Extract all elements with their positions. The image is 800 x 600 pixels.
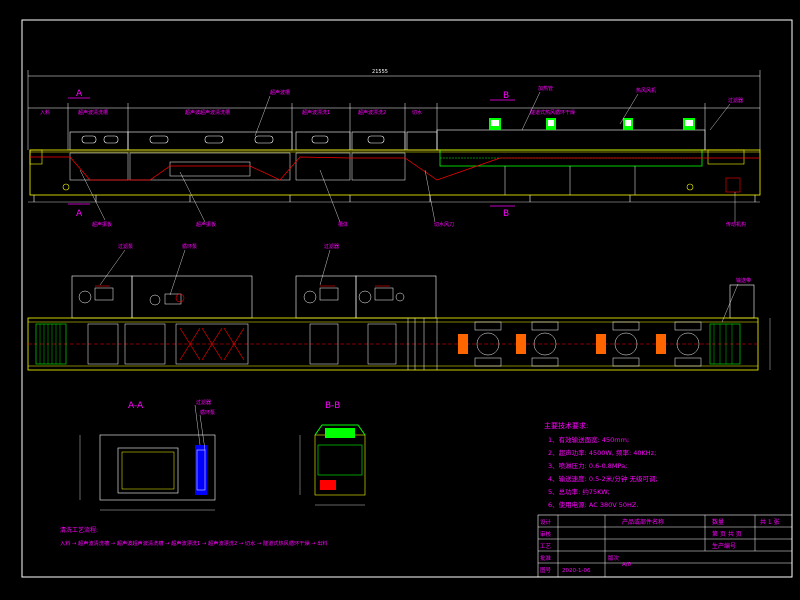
section-label-cut-water: 切水 xyxy=(412,109,422,116)
callout-fan: 热风风机 xyxy=(636,87,656,94)
tech-item-6: 6、使用电源: AC 380V 50HZ. xyxy=(548,500,638,509)
callout-ultrasonic-plate: 超声振板 xyxy=(92,221,112,228)
drawing-border xyxy=(21,19,793,578)
process-flow: 清洗工艺流程: 入料 → 超声波清洗槽 → 超声波超声波清洗槽 → 超声波漂洗1… xyxy=(60,526,328,547)
tb-version: A/0 xyxy=(622,562,632,568)
section-label-tank1: 超声波清洗槽 xyxy=(78,109,108,116)
tb-label-review: 审核 xyxy=(540,530,552,538)
tech-item-1: 1、有效输送面宽: 450mm; xyxy=(548,435,629,444)
tb-product-label: 产品或部件名称 xyxy=(622,518,664,526)
plan-view: 过滤泵 循环泵 过滤器 输送带 xyxy=(27,243,771,371)
elevation-view: 21555 入料 超声波清洗槽 超声波超声波清洗槽 超声波漂洗1 超声波漂洗2 … xyxy=(27,69,761,228)
tech-item-2: 2、超声功率: 4500W, 频率: 40KHz; xyxy=(548,448,656,457)
section-mark-b-top: B xyxy=(503,91,509,101)
section-label-rinse2: 超声波漂洗2 xyxy=(358,109,386,116)
tech-title: 主要技术要求: xyxy=(544,421,588,430)
process-title: 清洗工艺流程: xyxy=(60,526,98,534)
section-label-infeed: 入料 xyxy=(40,109,50,116)
tech-item-3: 3、喷淋压力: 0.6-0.8MPa; xyxy=(548,461,627,470)
callout-aa-pump: 循环泵 xyxy=(200,409,215,416)
title-block: 设计 审核 工艺 批准 图号 2020-1-06 产品或部件名称 数量 共 1 … xyxy=(537,514,793,578)
section-mark-a-bottom: A xyxy=(76,209,83,219)
section-aa: A-A 过滤器 循环泵 xyxy=(79,399,216,511)
tb-drawing-no: 2020-1-06 xyxy=(562,568,591,574)
tb-page-label: 第 页 共 页 xyxy=(712,530,742,538)
callout-filter: 过滤器 xyxy=(324,243,339,250)
callout-ultrasonic-tank: 超声波槽 xyxy=(270,89,290,96)
tb-version-label: 版次 xyxy=(608,554,620,562)
section-label-tank2: 超声波超声波清洗槽 xyxy=(185,109,230,116)
callout-drive: 传动机构 xyxy=(726,221,746,228)
callout-air-knife: 切水风刀 xyxy=(434,221,454,228)
tb-label-process: 工艺 xyxy=(540,543,552,550)
tb-sheet-label: 共 1 张 xyxy=(760,518,780,526)
callout-filter-box: 过滤器 xyxy=(728,97,743,104)
callout-circulation-pump: 循环泵 xyxy=(182,243,197,250)
tech-requirements: 主要技术要求: 1、有效输送面宽: 450mm; 2、超声功率: 4500W, … xyxy=(544,421,658,509)
section-aa-title: A-A xyxy=(128,401,144,411)
tb-qty-label: 数量 xyxy=(712,518,724,526)
section-label-rinse1: 超声波漂洗1 xyxy=(302,109,330,116)
overall-dimension: 21555 xyxy=(372,69,388,75)
section-mark-b-bottom: B xyxy=(503,209,509,219)
callout-mesh-belt: 输送带 xyxy=(736,277,751,284)
tb-label-design: 设计 xyxy=(540,518,552,526)
callout-tank: 槽体 xyxy=(338,221,348,228)
section-mark-a-top: A xyxy=(76,89,83,99)
callout-aa-filter: 过滤器 xyxy=(196,399,211,406)
callout-heater: 加热管 xyxy=(538,85,553,92)
tb-label-drawing-no: 图号 xyxy=(540,566,552,574)
section-label-dryer: 隧道式热风循环干燥 xyxy=(530,109,575,116)
tb-label-approve: 批准 xyxy=(540,554,552,562)
callout-ultrasonic-plate-2: 超声振板 xyxy=(196,221,216,228)
callout-filter-pump: 过滤泵 xyxy=(118,243,133,250)
tech-item-5: 5、总功率: 约75KW; xyxy=(548,487,610,496)
process-text: 入料 → 超声波清洗槽 → 超声波超声波清洗槽 → 超声波漂洗1 → 超声波漂洗… xyxy=(60,539,328,547)
tech-item-4: 4、输送速度: 0.5-2米/分钟 无级可调; xyxy=(548,474,658,483)
tb-prod-no-label: 生产编号 xyxy=(712,542,736,550)
section-bb-title: B-B xyxy=(325,401,340,411)
section-bb: B-B xyxy=(299,401,366,506)
